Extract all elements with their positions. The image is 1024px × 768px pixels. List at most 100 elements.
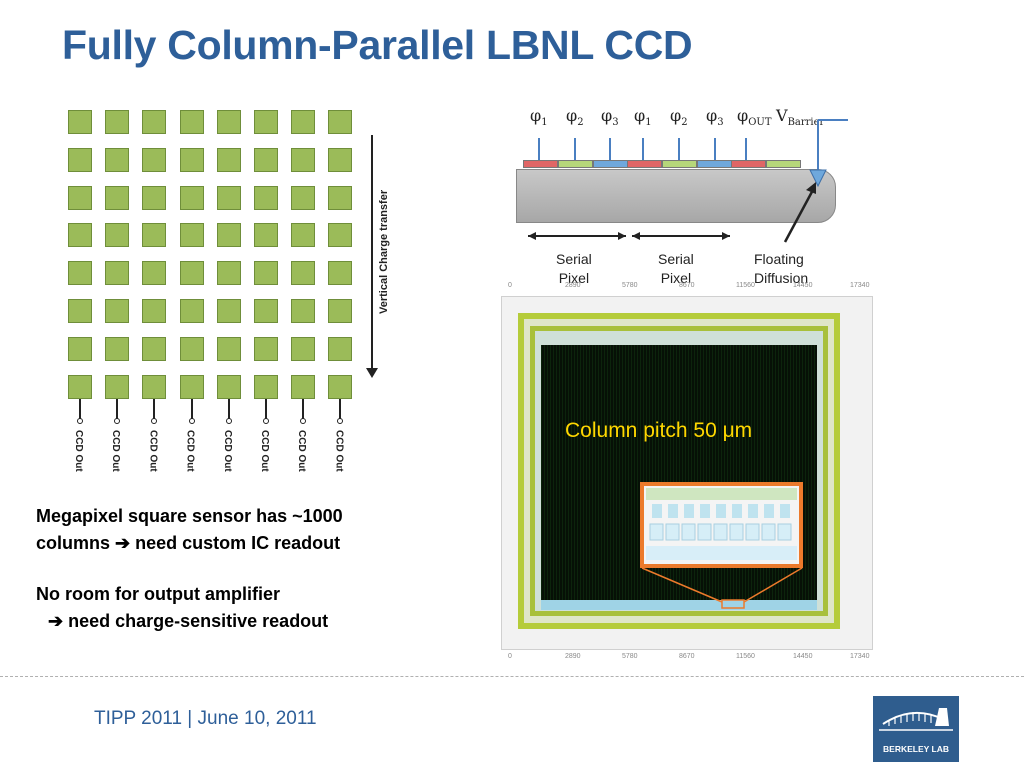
pixel (291, 374, 316, 399)
phase-label: φ1 (530, 106, 548, 129)
pixel (328, 299, 353, 323)
ccd-out-terminal (337, 417, 344, 424)
pixel (328, 223, 353, 248)
footer-text: TIPP 2011 | June 10, 2011 (94, 708, 317, 729)
phase-lead (609, 138, 611, 160)
phase-lead (678, 138, 680, 160)
pixel (105, 223, 130, 248)
phase-label: VBarrier (776, 106, 825, 129)
zoom-readout-cell (681, 523, 696, 541)
ccd-out-lead (79, 398, 81, 419)
zoom-readout-cell (761, 523, 776, 541)
vertical-charge-transfer-label: Vertical Charge transfer (378, 189, 390, 315)
pixel (142, 147, 167, 172)
pixel (68, 299, 92, 323)
pixel (291, 299, 316, 323)
pixel (179, 185, 204, 210)
pixel (254, 147, 278, 172)
gate-electrode (558, 160, 593, 168)
zoom-readout-cell (745, 523, 760, 541)
pixel (179, 299, 204, 323)
ccd-out-label: CCD Out (184, 429, 196, 472)
pixel (254, 374, 278, 399)
pixel (328, 185, 353, 210)
berkeley-lab-logo: BERKELEY LAB (873, 696, 959, 762)
zoom-column-cell (668, 504, 678, 518)
pixel (68, 374, 92, 399)
pixel (105, 110, 130, 134)
pixel (328, 147, 353, 172)
ccd-out-label: CCD Out (296, 429, 308, 472)
zoom-inset (640, 482, 803, 568)
pixel (328, 336, 353, 361)
pixel (68, 147, 92, 172)
ccd-out-lead (227, 398, 230, 419)
pixel (68, 110, 92, 134)
phase-label: φ2 (670, 106, 688, 129)
ruler-tick-label: 0 (508, 653, 512, 660)
phase-label: φ3 (706, 106, 724, 129)
ccd-out-terminal (151, 417, 158, 424)
pixel (105, 261, 130, 286)
pixel (179, 223, 204, 248)
ccd-out-label: CCD Out (221, 429, 233, 472)
gate-electrode (523, 160, 558, 168)
zoom-column-cell (652, 504, 662, 518)
ruler-tick-label: 0 (508, 282, 512, 289)
bullet-2: No room for output amplifier ➔ need char… (36, 581, 328, 635)
phase-label: φ1 (634, 106, 652, 129)
gate-electrode (766, 160, 801, 168)
ccd-out-terminal (114, 417, 121, 424)
zoom-column-cell (700, 504, 710, 518)
pixel (328, 110, 353, 134)
ruler-tick-label: 8670 (679, 653, 695, 660)
phase-lead (714, 138, 716, 160)
gate-electrode (731, 160, 766, 168)
ccd-out-label: CCD Out (110, 429, 122, 472)
berkeley-lab-logo-text: BERKELEY LAB (883, 744, 949, 754)
pixel (142, 223, 167, 248)
pixel (254, 223, 278, 248)
ccd-out-lead (302, 398, 305, 419)
pixel (179, 110, 204, 134)
bullet-1-line-1: Megapixel square sensor has ~1000 (36, 506, 343, 526)
pixel (68, 336, 92, 361)
pixel (254, 336, 278, 361)
zoom-readout-cell (729, 523, 744, 541)
serial-pixel-label-1: Serial Pixel (556, 251, 592, 286)
ruler-tick-label: 17340 (850, 282, 870, 289)
zoom-column-cell (732, 504, 742, 518)
bullet-1-line-2: columns ➔ need custom IC readout (36, 533, 341, 553)
ruler-tick-label: 5780 (622, 653, 638, 660)
transfer-arrow-head (366, 368, 378, 378)
pixel (68, 185, 92, 210)
ruler-tick-label: 17340 (850, 653, 870, 660)
pixel (142, 374, 167, 399)
pixel (328, 374, 353, 399)
phase-label: φ2 (566, 106, 584, 129)
column-pitch-annotation: Column pitch 50 μm (565, 419, 753, 442)
pixel (142, 110, 167, 134)
pixel (216, 147, 241, 172)
pixel (216, 336, 241, 361)
transfer-arrow-line (371, 135, 373, 370)
zoom-readout-cell (697, 523, 712, 541)
ccd-out-terminal (188, 417, 195, 424)
zoom-readout-cell (713, 523, 728, 541)
gate-electrode (627, 160, 662, 168)
floating-diffusion-label: Floating Diffusion (754, 251, 809, 286)
pixel (179, 147, 204, 172)
berkeley-lab-logo-icon (879, 708, 953, 731)
pixel (68, 223, 92, 248)
zoom-readout-cell (777, 523, 792, 541)
pixel (216, 185, 241, 210)
ruler-tick-label: 14450 (793, 282, 813, 289)
pixel (291, 223, 316, 248)
ccd-out-lead (116, 398, 119, 419)
footer-divider (0, 676, 1024, 677)
phase-lead (642, 138, 644, 160)
pixel (254, 299, 278, 323)
pixel (216, 299, 241, 323)
bullet-1: Megapixel square sensor has ~1000 column… (36, 503, 343, 557)
serial-pixel-label-2: Serial Pixel (658, 251, 694, 286)
